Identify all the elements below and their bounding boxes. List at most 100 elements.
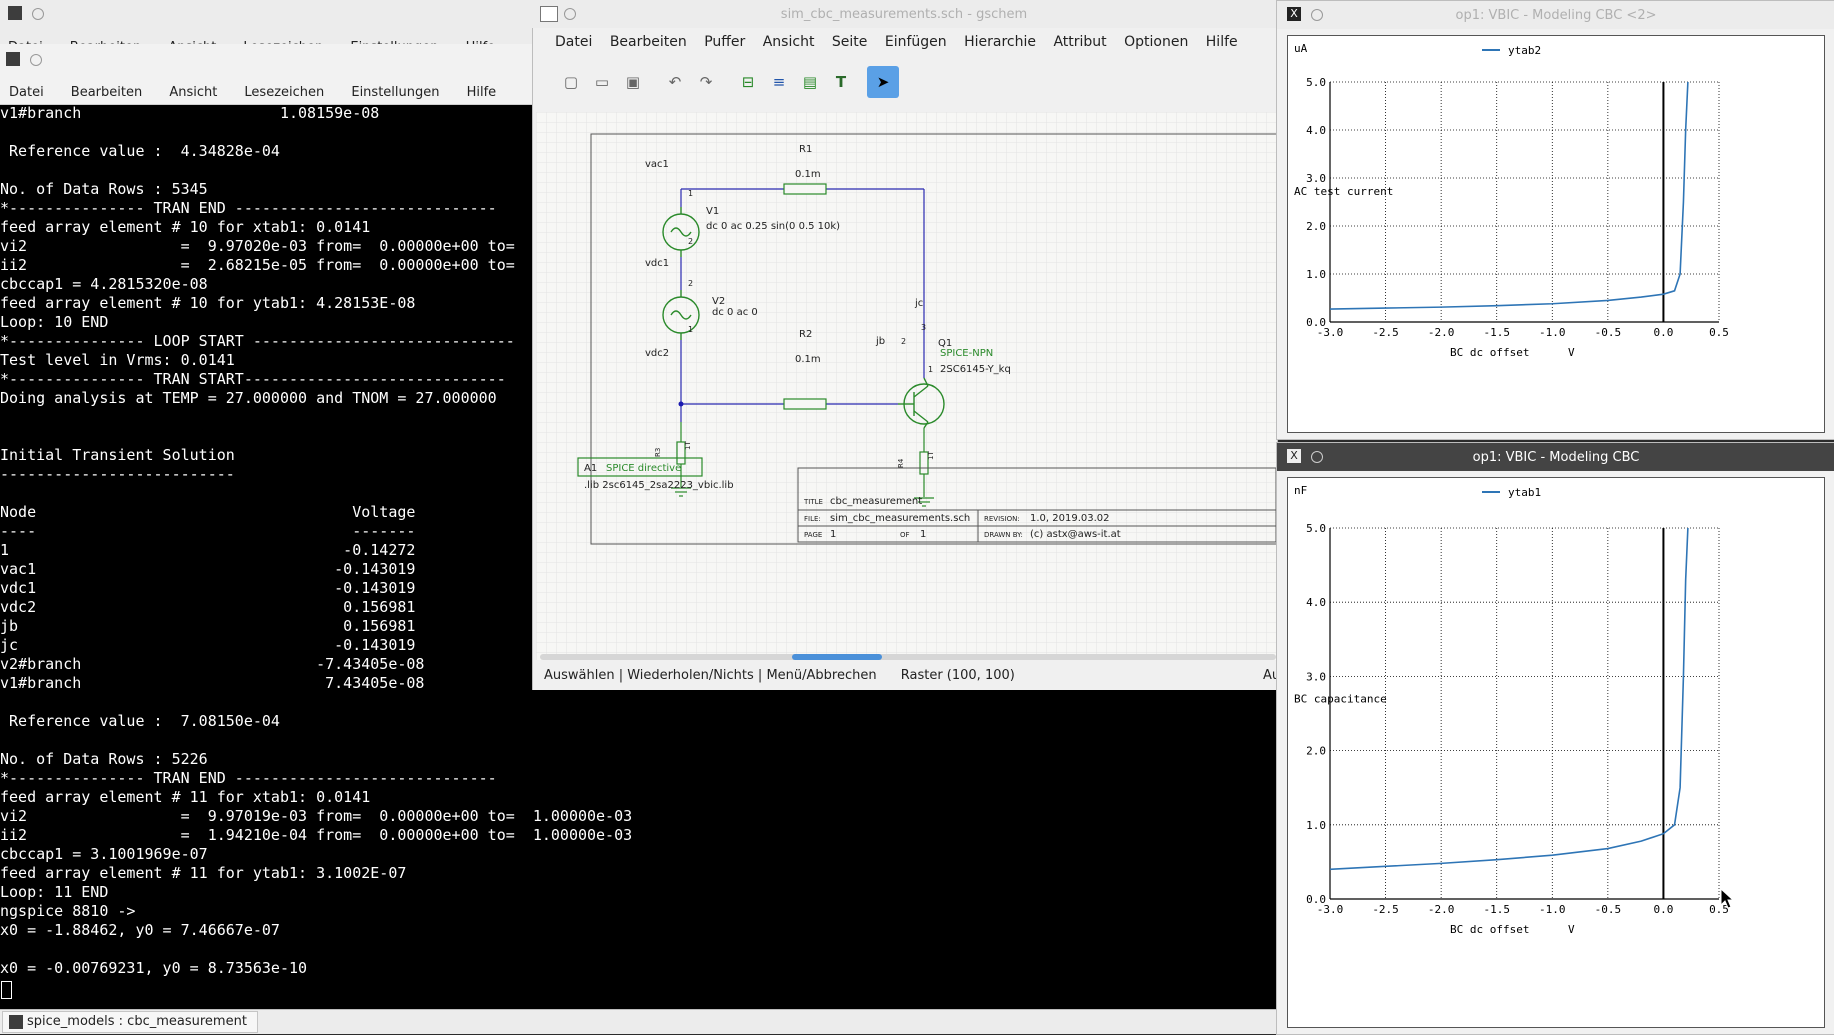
terminal-line: Doing analysis at TEMP = 27.000000 and T… bbox=[0, 389, 497, 407]
menu-bearbeiten[interactable]: Bearbeiten bbox=[609, 34, 687, 50]
q1-refdes[interactable]: Q1 bbox=[938, 338, 952, 349]
select-tool-icon[interactable]: ➤ bbox=[867, 66, 899, 98]
menu-hilfe-back[interactable]: Hilfe bbox=[466, 40, 496, 44]
tb-of-label: OF bbox=[900, 531, 910, 539]
horizontal-scrollbar[interactable] bbox=[540, 654, 1276, 660]
terminal-task-icon bbox=[9, 1015, 23, 1029]
pin-icon[interactable] bbox=[564, 8, 576, 20]
terminal-app-icon bbox=[8, 6, 22, 20]
open-folder-icon[interactable]: ▭ bbox=[594, 73, 610, 91]
menu-hierarchie[interactable]: Hierarchie bbox=[964, 34, 1036, 50]
menu-einstellungen-back[interactable]: Einstellungen bbox=[350, 40, 438, 44]
tb-title-value: cbc_measurement bbox=[830, 496, 922, 507]
gschem-menubar: Datei Bearbeiten Puffer Ansicht Seite Ei… bbox=[555, 34, 1251, 50]
v1-refdes[interactable]: V1 bbox=[706, 206, 719, 217]
a1-label[interactable]: SPICE directive bbox=[606, 463, 681, 474]
menu-einfuegen[interactable]: Einfügen bbox=[884, 34, 947, 50]
menu-datei-back[interactable]: Datei bbox=[8, 40, 43, 44]
menu-bearbeiten-back[interactable]: Bearbeiten bbox=[70, 40, 141, 44]
r1-value[interactable]: 0.1m bbox=[795, 169, 821, 180]
menu-optionen[interactable]: Optionen bbox=[1124, 34, 1189, 50]
add-text-icon[interactable]: T bbox=[835, 73, 847, 91]
menu-puffer[interactable]: Puffer bbox=[704, 34, 746, 50]
net-label-jc[interactable]: jc bbox=[914, 298, 923, 309]
plot-top-titlebar: X op1: VBIC - Modeling CBC <2> bbox=[1277, 1, 1834, 29]
net-label-vdc1[interactable]: vdc1 bbox=[645, 258, 669, 269]
a1-refdes[interactable]: A1 bbox=[584, 463, 597, 474]
terminal-line: *--------------- TRAN END --------------… bbox=[0, 199, 497, 217]
r4-value[interactable]: 1T bbox=[927, 451, 935, 460]
r1-refdes[interactable]: R1 bbox=[799, 144, 812, 155]
schematic-drawing[interactable]: vac1 vdc1 vdc2 jb jc R1 0.1m R2 0.1m V1 … bbox=[536, 112, 1292, 660]
add-component-icon[interactable]: ⊟ bbox=[741, 73, 755, 91]
plot-window-bottom: X op1: VBIC - Modeling CBC -3.0-2.5-2.0-… bbox=[1276, 442, 1834, 1035]
r3-refdes[interactable]: R3 bbox=[654, 448, 662, 457]
x-tick-label: -2.0 bbox=[1428, 326, 1455, 339]
r3-value[interactable]: 1T bbox=[684, 441, 692, 450]
pin-icon[interactable] bbox=[1311, 451, 1323, 463]
menu-ansicht-back[interactable]: Ansicht bbox=[168, 40, 216, 44]
x-tick-label: -0.5 bbox=[1595, 903, 1622, 916]
x-tick-label: 0.0 bbox=[1653, 326, 1673, 339]
menu-einstellungen[interactable]: Einstellungen bbox=[351, 85, 440, 100]
series-line-ytab2[interactable] bbox=[1329, 81, 1689, 310]
redo-icon[interactable]: ↷ bbox=[699, 73, 713, 91]
plot-bottom-title: op1: VBIC - Modeling CBC bbox=[1472, 450, 1640, 465]
q1-model[interactable]: 2SC6145-Y_kq bbox=[940, 364, 1011, 375]
menu-bearbeiten[interactable]: Bearbeiten bbox=[70, 85, 143, 100]
save-icon[interactable]: ▣ bbox=[625, 73, 641, 91]
x-tick-label: -1.5 bbox=[1483, 903, 1510, 916]
menu-seite[interactable]: Seite bbox=[831, 34, 868, 50]
net-label-vac1[interactable]: vac1 bbox=[645, 159, 669, 170]
a1-lib[interactable]: .lib 2sc6145_2sa2223_vbic.lib bbox=[584, 480, 734, 491]
r2-value[interactable]: 0.1m bbox=[795, 354, 821, 365]
terminal-line: Loop: 10 END bbox=[0, 313, 109, 331]
menu-lesezeichen[interactable]: Lesezeichen bbox=[244, 85, 325, 100]
terminal-line: x0 = -0.00769231, y0 = 8.73563e-10 bbox=[0, 959, 308, 977]
q1-pin-3: 3 bbox=[921, 323, 926, 332]
pin-icon[interactable] bbox=[1311, 9, 1323, 21]
net-label-jb[interactable]: jb bbox=[875, 336, 885, 347]
add-net-icon[interactable]: ≡ bbox=[772, 73, 786, 91]
terminal-line: Test level in Vrms: 0.0141 bbox=[0, 351, 235, 369]
menu-ansicht[interactable]: Ansicht bbox=[762, 34, 815, 50]
y-unit-label: uA bbox=[1294, 42, 1308, 55]
r4-refdes[interactable]: R4 bbox=[897, 458, 905, 468]
menu-attribut[interactable]: Attribut bbox=[1053, 34, 1107, 50]
scrollbar-thumb[interactable] bbox=[792, 654, 882, 660]
menu-hilfe[interactable]: Hilfe bbox=[466, 85, 497, 100]
pin-icon[interactable] bbox=[30, 54, 42, 66]
v2-refdes[interactable]: V2 bbox=[712, 296, 725, 307]
taskbar-item[interactable]: spice_models : cbc_measurement bbox=[2, 1011, 258, 1033]
undo-icon[interactable]: ↶ bbox=[668, 73, 682, 91]
q1-device[interactable]: SPICE-NPN bbox=[940, 348, 993, 359]
new-file-icon[interactable]: ▢ bbox=[563, 73, 579, 91]
terminal-line: Loop: 11 END bbox=[0, 883, 109, 901]
add-bus-icon[interactable]: ▤ bbox=[802, 73, 818, 91]
menu-lesezeichen-back[interactable]: Lesezeichen bbox=[243, 40, 323, 44]
pin-icon[interactable] bbox=[32, 8, 44, 20]
series-line-ytab1[interactable] bbox=[1329, 527, 1689, 871]
terminal-line: vi2 = 9.97019e-03 from= 0.00000e+00 to= … bbox=[0, 807, 633, 825]
v1-value[interactable]: dc 0 ac 0.25 sin(0 0.5 10k) bbox=[706, 221, 840, 232]
terminal-output[interactable]: v1#branch 1.08159e-08 Reference value : … bbox=[0, 104, 1276, 1009]
terminal-line: v1#branch 7.43405e-08 bbox=[0, 674, 425, 692]
v2-value[interactable]: dc 0 ac 0 bbox=[712, 307, 758, 318]
schematic-canvas[interactable]: vac1 vdc1 vdc2 jb jc R1 0.1m R2 0.1m V1 … bbox=[536, 112, 1292, 660]
terminal-line bbox=[0, 731, 1276, 750]
plot-window-top: X op1: VBIC - Modeling CBC <2> -3.0-2.5-… bbox=[1276, 0, 1834, 440]
net-label-vdc2[interactable]: vdc2 bbox=[645, 348, 669, 359]
y-tick-label: 5.0 bbox=[1306, 76, 1326, 89]
menu-hilfe[interactable]: Hilfe bbox=[1205, 34, 1238, 50]
terminal-line bbox=[0, 693, 1276, 712]
v2-pin-1: 1 bbox=[688, 325, 693, 334]
menu-ansicht[interactable]: Ansicht bbox=[169, 85, 218, 100]
menu-datei[interactable]: Datei bbox=[555, 34, 593, 50]
menu-datei[interactable]: Datei bbox=[9, 85, 44, 100]
r2-refdes[interactable]: R2 bbox=[799, 329, 812, 340]
q1-pin-1: 1 bbox=[928, 365, 933, 374]
